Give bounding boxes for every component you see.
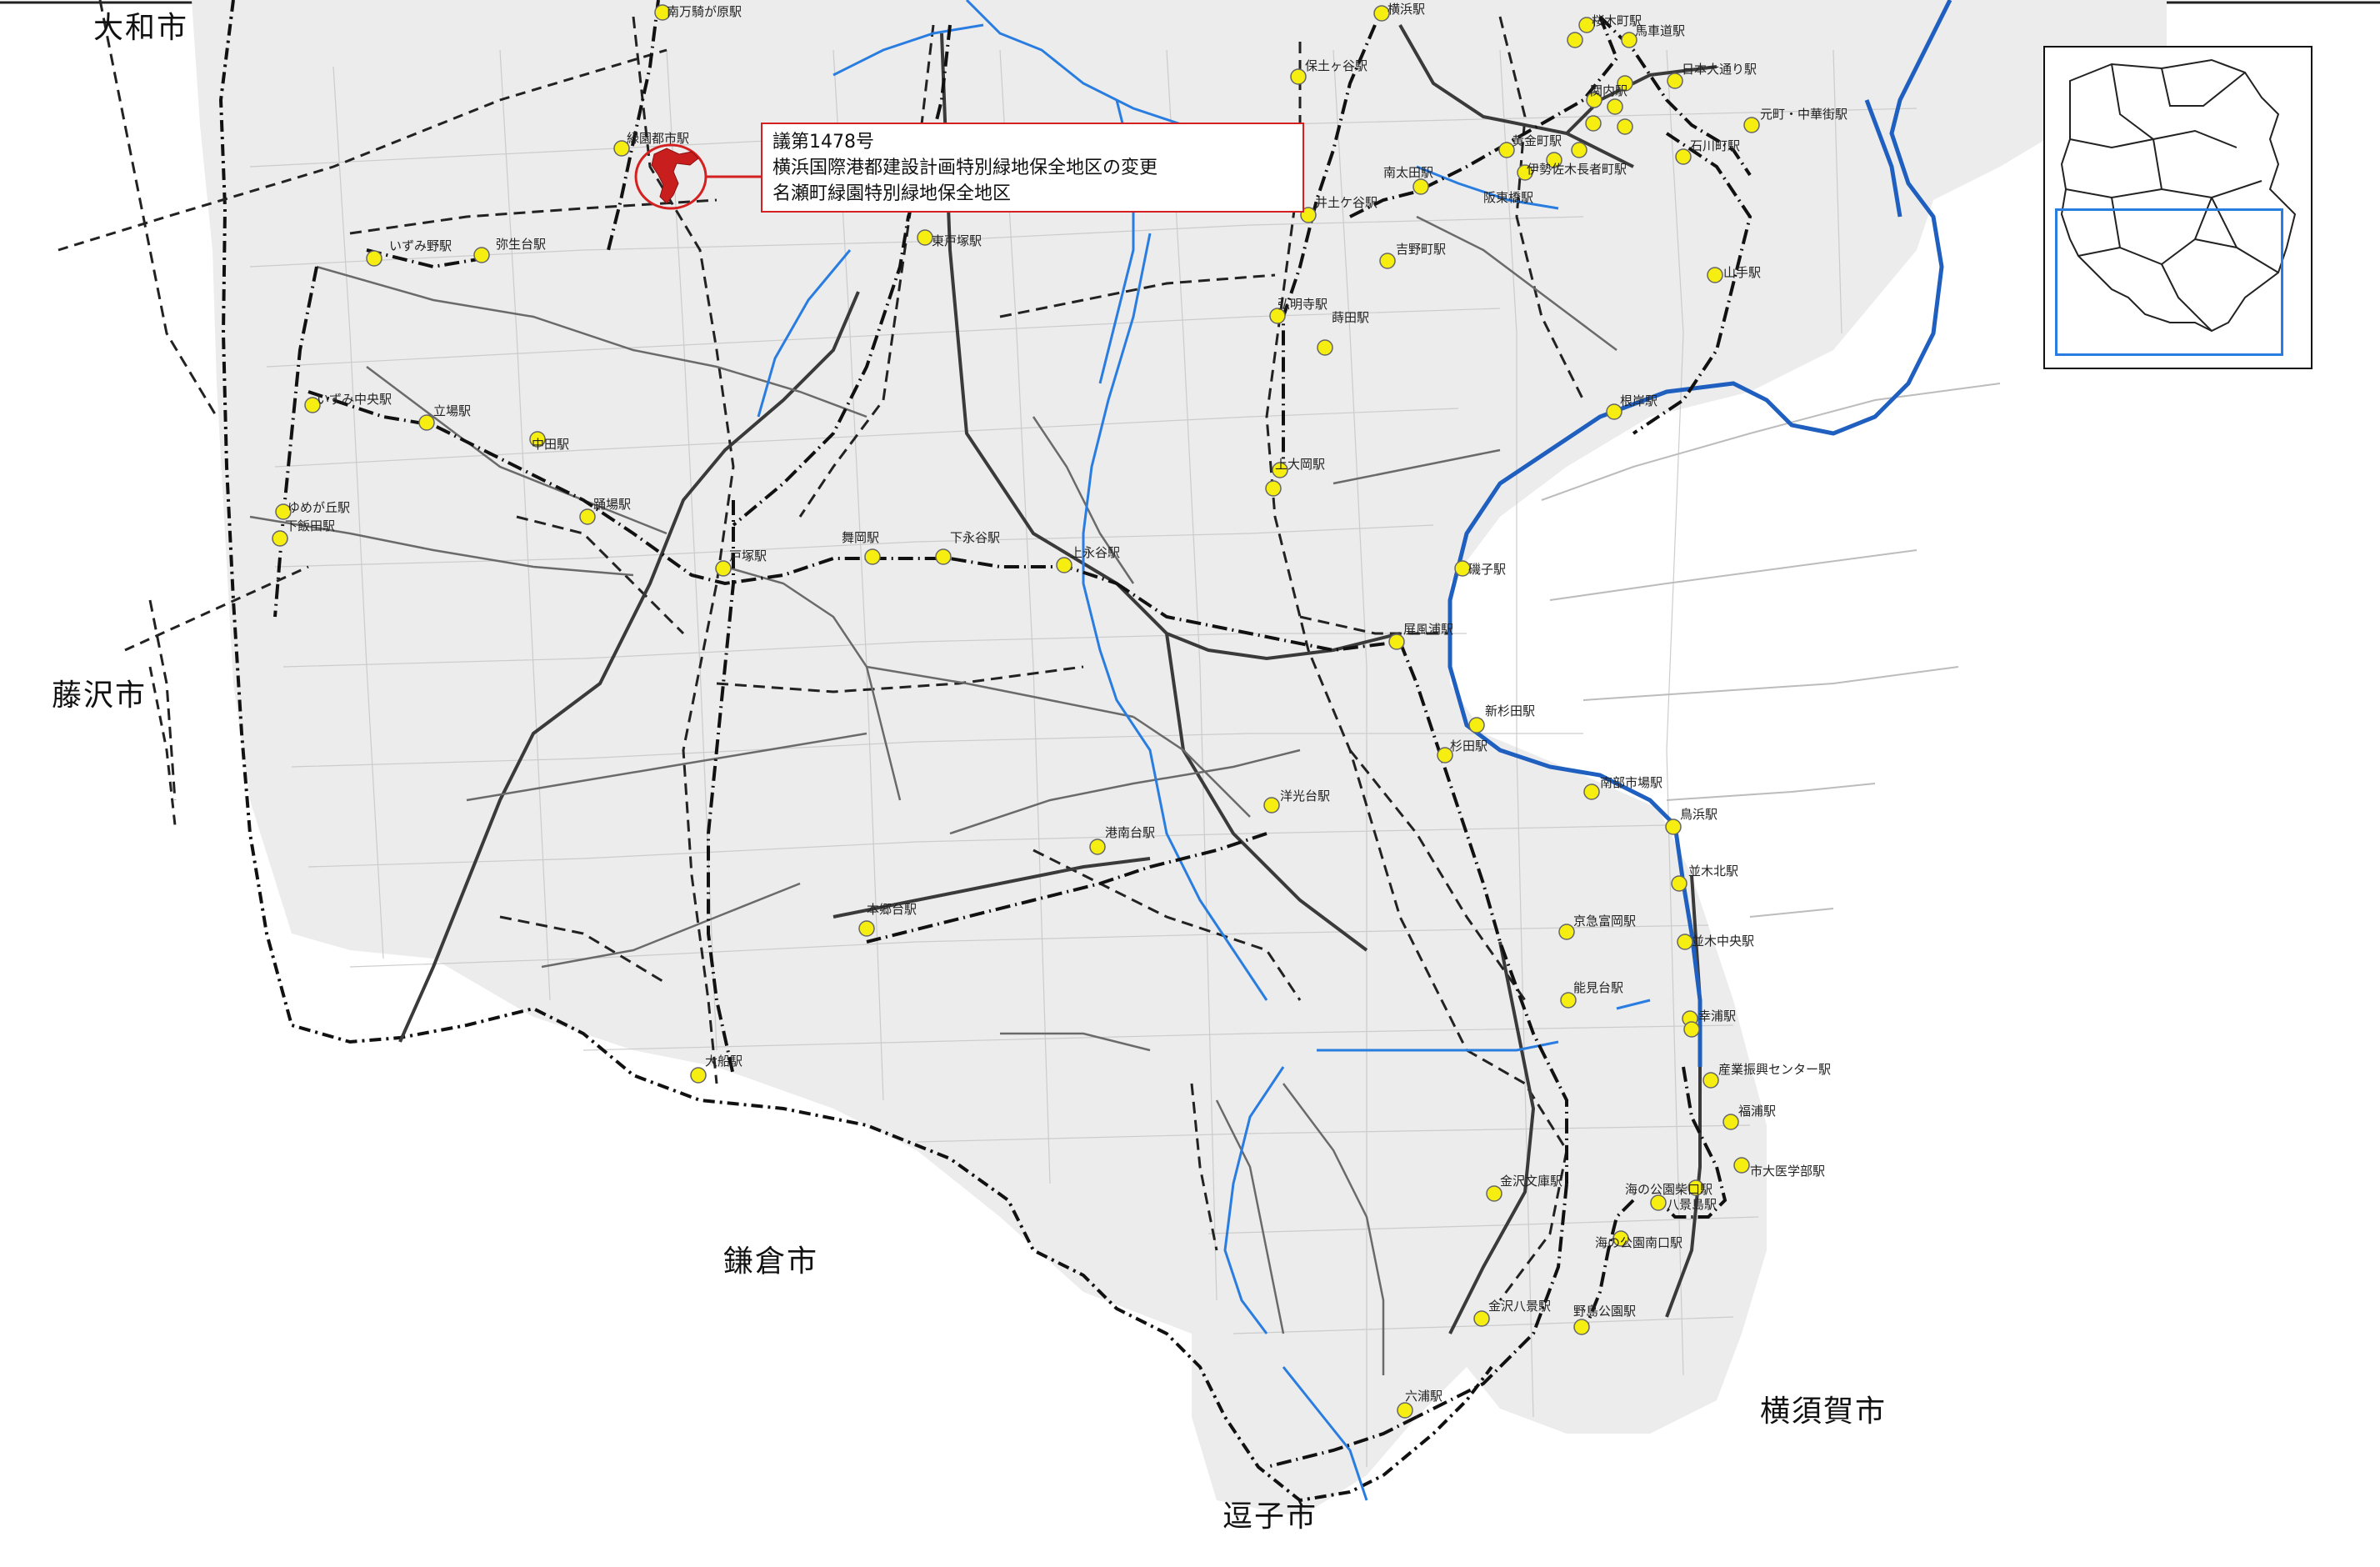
station-label: 東戸塚駅 [932, 233, 982, 248]
station-label: 杉田駅 [1450, 738, 1488, 753]
station-label: 八景島駅 [1667, 1197, 1718, 1212]
station-label: 日本大通り駅 [1682, 62, 1758, 77]
bay-outline [1541, 383, 2001, 918]
station-label: 磯子駅 [1468, 562, 1507, 577]
station-label: 並木北駅 [1688, 864, 1739, 879]
station-dots [272, 4, 1760, 1419]
inset-city-outline [2060, 58, 2297, 333]
callout-district-name: 名瀬町緑園特別緑地保全地区 [772, 183, 1012, 204]
highlight-marker [634, 143, 761, 210]
station-label: 幸浦駅 [1698, 1009, 1737, 1024]
coastal-rail-blue [1448, 0, 1952, 1067]
station-label: 海の公園南口駅 [1595, 1235, 1683, 1250]
highways [398, 24, 1718, 1334]
station-label: 舞岡駅 [842, 530, 880, 545]
municipal-boundary [218, 0, 1493, 1503]
station-label: 中田駅 [532, 437, 570, 452]
callout-box: 議第1478号 横浜国際港都建設計画特別緑地保全地区の変更 名瀬町緑園特別緑地保… [761, 123, 1304, 213]
station-label: 根岸駅 [1620, 393, 1658, 408]
station-label: 立場駅 [433, 403, 472, 418]
station-label: 上永谷駅 [1070, 545, 1121, 560]
station-label: 能見台駅 [1573, 980, 1624, 995]
station-label: いずみ野駅 [389, 238, 452, 253]
station-label: 緑園都市駅 [627, 131, 690, 146]
rivers [757, 0, 1651, 1501]
station-label: 港南台駅 [1105, 825, 1156, 840]
station-label: 井土ケ谷駅 [1315, 195, 1378, 210]
station-label: 弘明寺駅 [1278, 297, 1328, 312]
station-label: 金沢文庫駅 [1500, 1174, 1563, 1189]
station-label: 福浦駅 [1738, 1104, 1777, 1119]
station-label: 伊勢佐木長者町駅 [1527, 162, 1628, 177]
station-label: 産業振興センター駅 [1718, 1062, 1832, 1077]
station-label: 新杉田駅 [1485, 703, 1536, 718]
station-label: 元町・中華街駅 [1760, 107, 1848, 122]
station-label: 山手駅 [1723, 265, 1762, 280]
inset-area-frame [2055, 208, 2283, 356]
station-label: 下飯田駅 [285, 518, 336, 533]
station-label: 六浦駅 [1405, 1389, 1443, 1404]
station-label: 保土ヶ谷駅 [1305, 58, 1368, 73]
station-label: 市大医学部駅 [1750, 1164, 1826, 1179]
station-label: 鳥浜駅 [1680, 807, 1718, 822]
station-label: 踊場駅 [593, 497, 632, 512]
land-area [192, 0, 2167, 1517]
station-label: 吉野町駅 [1396, 242, 1447, 257]
callout-title: 横浜国際港都建設計画特別緑地保全地区の変更 [772, 158, 1158, 178]
city-label-yokosuka: 横須賀市 [1760, 1394, 1888, 1429]
station-label: 石川町駅 [1690, 138, 1741, 153]
station-label: 馬車道駅 [1635, 23, 1686, 38]
station-label: 下永谷駅 [950, 530, 1001, 545]
station-label: 金沢八景駅 [1488, 1299, 1552, 1314]
station-label: 蒔田駅 [1332, 310, 1370, 325]
station-label: 関内駅 [1590, 83, 1628, 98]
station-label: 上大岡駅 [1275, 457, 1326, 472]
station-label: 阪東橋駅 [1483, 190, 1534, 205]
station-label: 洋光台駅 [1280, 789, 1331, 804]
station-label: 大船駅 [705, 1054, 743, 1069]
inset-locator-map [2043, 46, 2312, 369]
city-label-fujisawa: 藤沢市 [52, 678, 148, 713]
ward-boundaries [98, 0, 1585, 1301]
station-label: いずみ中央駅 [317, 392, 392, 407]
station-label: 戸塚駅 [729, 548, 768, 563]
city-label-kamakura: 鎌倉市 [723, 1244, 819, 1279]
station-label: 本郷台駅 [867, 902, 918, 917]
station-label: 京急富岡駅 [1573, 914, 1637, 929]
station-label: 弥生台駅 [496, 237, 547, 252]
station-label: 横浜駅 [1388, 2, 1426, 17]
station-label: 屏風浦駅 [1403, 622, 1454, 637]
station-label: 南部市場駅 [1600, 775, 1663, 790]
outer-lines [58, 48, 668, 826]
station-label: 桜木町駅 [1592, 13, 1642, 28]
city-label-zushi: 逗子市 [1222, 1499, 1318, 1534]
station-label: 南万騎が原駅 [667, 4, 742, 19]
station-label: ゆめが丘駅 [288, 500, 351, 515]
station-label: 並木中央駅 [1692, 934, 1755, 949]
secondary-roads [249, 215, 1618, 1375]
callout-proposal-number: 議第1478号 [772, 132, 874, 153]
station-label: 南太田駅 [1383, 165, 1434, 180]
station-label: 海の公園柴口駅 [1625, 1182, 1713, 1197]
station-label: 黄金町駅 [1512, 133, 1562, 148]
city-label-yamato: 大和市 [93, 11, 189, 45]
station-label: 野島公園駅 [1573, 1304, 1637, 1319]
